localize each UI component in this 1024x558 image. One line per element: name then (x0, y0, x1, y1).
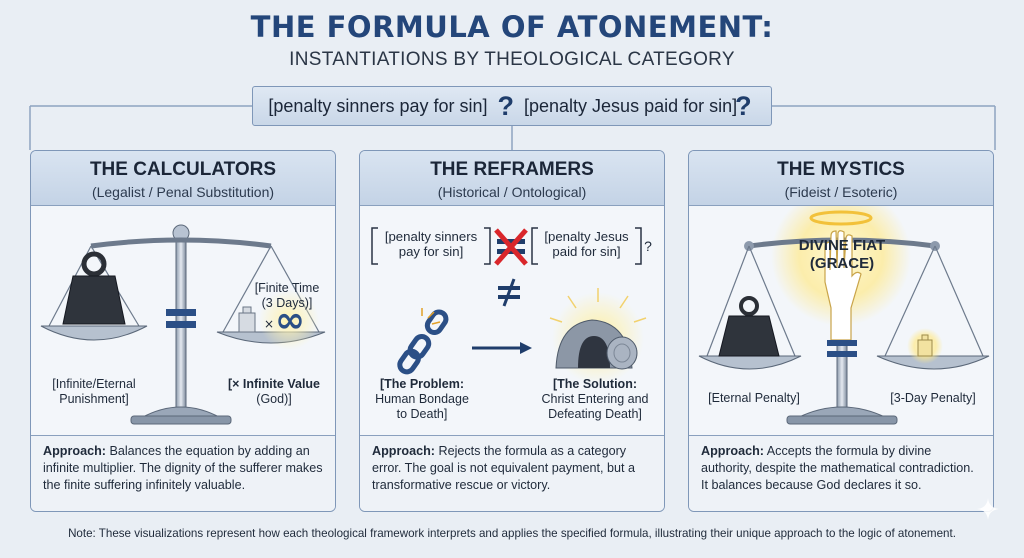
small-weight-icon (238, 306, 256, 333)
formula-banner: [penalty sinners pay for sin] ? [penalty… (252, 86, 772, 126)
heavy-weight-icon (718, 296, 780, 357)
approach-label: Approach: (43, 444, 106, 458)
formula-left-term: [penalty sinners pay for sin] (384, 229, 478, 259)
page-title: THE FORMULA OF ATONEMENT: (250, 10, 774, 44)
halo-icon (809, 210, 873, 226)
eternal-penalty-label: [Eternal Penalty] (708, 391, 800, 405)
infinite-punishment-label: [Infinite/Eternal Punishment] (52, 377, 136, 406)
approach-text: Balances the equation by adding an infin… (43, 444, 323, 492)
panel-calculators: THE CALCULATORS (Legalist / Penal Substi… (30, 150, 336, 512)
solution-label: [The Solution: Christ Entering and Defea… (541, 377, 649, 421)
banner-connector-lines (29, 105, 996, 150)
times-sign: × (264, 317, 274, 331)
approach-label: Approach: (372, 444, 435, 458)
broken-chain-icon (397, 309, 449, 375)
infinity-icon: ∞ (275, 300, 305, 341)
formula-right-term: [penalty Jesus paid for sin] (544, 229, 629, 259)
formula-left-term: [penalty sinners pay for sin] (268, 95, 488, 116)
problem-label: [The Problem: Human Bondage to Death] (375, 377, 469, 421)
formula-right-term: [penalty Jesus paid for sin] (524, 95, 738, 116)
panel-title: THE REFRAMERS (430, 159, 594, 180)
crossed-out-equals-icon (494, 228, 528, 266)
panel-title: THE MYSTICS (777, 159, 905, 180)
empty-tomb-icon (549, 288, 647, 384)
finite-time-label: [Finite Time (3 Days)] (254, 281, 320, 310)
sparkle-icon (977, 498, 999, 520)
divine-fiat-label: DIVINE FIAT (GRACE) (798, 237, 886, 272)
panel-subtitle: (Fideist / Esoteric) (784, 184, 898, 200)
panel-reframers: THE REFRAMERS (Historical / Ontological) (359, 150, 665, 512)
equals-icon (827, 340, 857, 357)
balance-scale-icon: × ∞ (40, 224, 326, 425)
raised-hand-icon (824, 230, 862, 341)
page-subtitle: INSTANTIATIONS BY THEOLOGICAL CATEGORY (289, 49, 735, 70)
three-day-penalty-label: [3-Day Penalty] (890, 391, 976, 405)
not-equal-icon (498, 278, 520, 307)
reframers-illustration (371, 227, 647, 384)
approach-text: Accepts the formula by divine authority,… (701, 444, 974, 492)
balance-scale-icon (698, 206, 990, 425)
arrow-right-icon (472, 342, 532, 354)
panel-header: THE REFRAMERS (Historical / Ontological) (360, 151, 664, 206)
approach-label: Approach: (701, 444, 764, 458)
panel-subtitle: (Legalist / Penal Substitution) (91, 184, 275, 200)
panel-title: THE CALCULATORS (89, 159, 277, 180)
approach-box: Approach: Balances the equation by addin… (31, 435, 335, 511)
formula-question-mark: ? (644, 238, 652, 254)
heavy-weight-icon (62, 251, 126, 325)
question-mark-end-icon: ? (735, 90, 752, 121)
approach-box: Approach: Accepts the formula by divine … (689, 435, 993, 511)
small-weight-icon (917, 334, 933, 357)
panel-header: THE MYSTICS (Fideist / Esoteric) (689, 151, 993, 206)
panel-subtitle: (Historical / Ontological) (437, 184, 587, 200)
approach-box: Approach: Rejects the formula as a categ… (360, 435, 664, 511)
approach-text: Rejects the formula as a category error.… (372, 444, 635, 492)
question-mark-icon: ? (497, 90, 515, 121)
panel-header: THE CALCULATORS (Legalist / Penal Substi… (31, 151, 335, 206)
panel-mystics: THE MYSTICS (Fideist / Esoteric) (688, 150, 994, 512)
infinite-value-label: [× Infinite Value (God)] (227, 377, 321, 406)
equals-icon (166, 309, 196, 328)
footnote: Note: These visualizations represent how… (68, 527, 956, 540)
